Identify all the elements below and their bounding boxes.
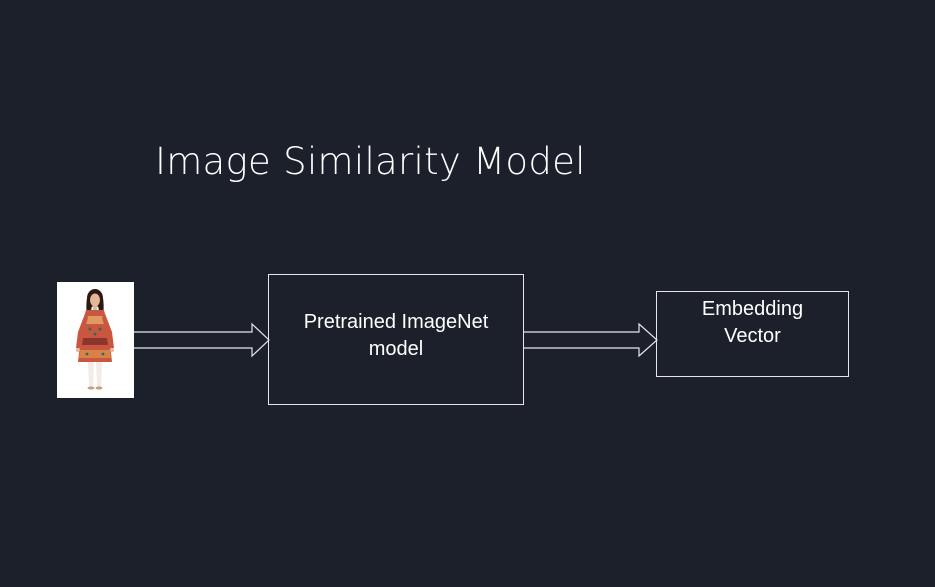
embedding-box-label-line1: Embedding [701, 298, 804, 320]
fashion-model-photo-icon [57, 282, 134, 398]
pretrained-model-box: Pretrained ImageNet model [268, 274, 524, 405]
input-image [57, 282, 134, 398]
model-box-label-line1: Pretrained ImageNet [303, 310, 489, 333]
arrow-model-to-embedding [524, 322, 658, 358]
model-box-label-line2: model [368, 337, 424, 360]
diagram-title: Image Similarity Model [155, 140, 586, 183]
arrow-image-to-model [134, 322, 270, 358]
embedding-box-label-line2: Vector [724, 325, 781, 347]
embedding-vector-box: Embedding Vector [656, 291, 849, 377]
